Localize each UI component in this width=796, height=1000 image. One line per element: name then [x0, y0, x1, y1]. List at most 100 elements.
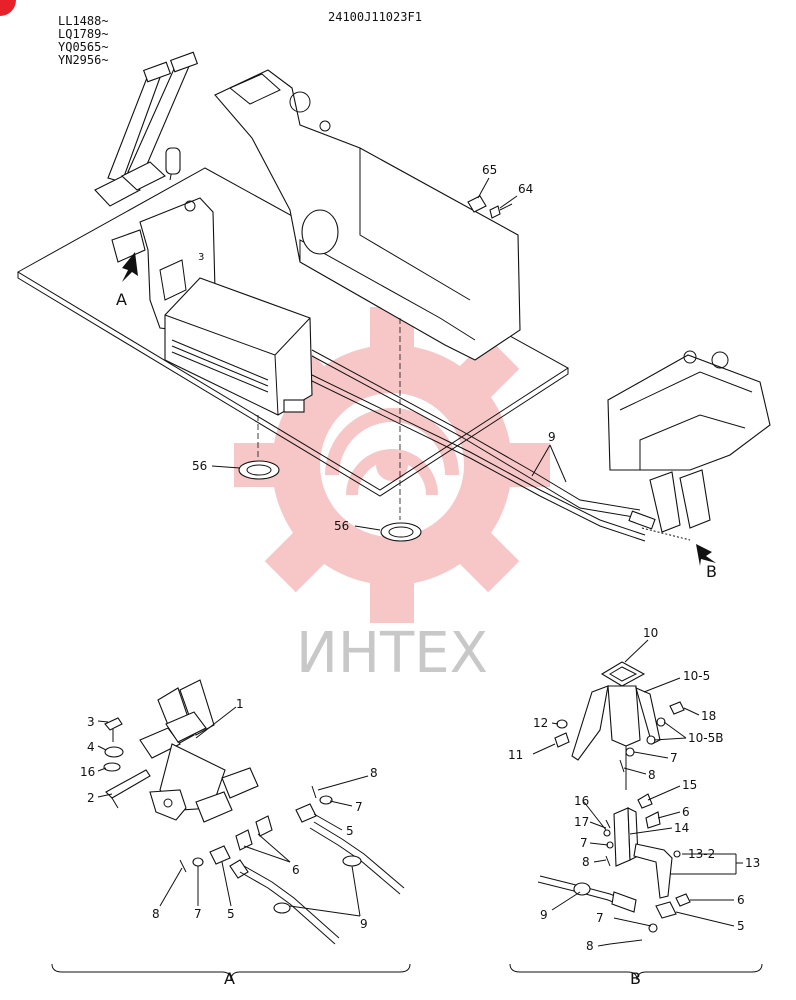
view-a-arrow — [122, 252, 138, 282]
part-label: 18 — [701, 709, 716, 723]
part-label: 16 — [574, 794, 589, 808]
control-valve — [607, 354, 771, 471]
part-label: 9 — [540, 908, 548, 922]
part-label: 3 — [87, 715, 95, 729]
part-label: 6 — [737, 893, 745, 907]
part-label: 8 — [370, 766, 378, 780]
bolt-head — [554, 732, 570, 748]
main-leader-lines — [211, 177, 567, 531]
part-label: 5 — [346, 824, 354, 838]
part-label: 7 — [355, 800, 363, 814]
view-b-label: B — [706, 562, 717, 581]
part-label: 1 — [236, 697, 244, 711]
serial-number: LQ1789~ — [58, 27, 109, 41]
part-label: 9 — [360, 917, 368, 931]
bolt-head — [669, 701, 685, 715]
part-label: 7 — [596, 911, 604, 925]
washer — [103, 762, 121, 772]
control-cable — [311, 349, 641, 511]
bolt-head — [489, 205, 501, 219]
view-a-label: A — [116, 290, 127, 309]
detail-a-caption: A — [224, 969, 235, 988]
control-cable — [311, 374, 646, 536]
part-label: 10-5B — [688, 731, 723, 745]
part-label: 7 — [670, 751, 678, 765]
pin — [675, 893, 691, 907]
part-label: 56 — [192, 459, 207, 473]
pedal-bracket — [149, 789, 187, 821]
pedal-pad — [139, 727, 181, 759]
part-label: 12 — [533, 716, 548, 730]
lever — [613, 807, 631, 867]
part-label: 8 — [152, 907, 160, 921]
part-label: 65 — [482, 163, 497, 177]
clevis — [655, 901, 677, 919]
part-label: 10 — [643, 626, 658, 640]
washer — [646, 735, 656, 745]
washer — [673, 850, 681, 858]
cotter-pin — [311, 785, 317, 799]
pin — [235, 829, 253, 851]
part-label: 5 — [227, 907, 235, 921]
bracket-leg — [571, 685, 609, 761]
pin — [637, 793, 653, 809]
part-label: 13-2 — [688, 847, 715, 861]
serial-number: LL1488~ — [58, 14, 109, 28]
bolt-head — [645, 811, 661, 829]
part-label: 64 — [518, 182, 533, 196]
part-label: 3 — [198, 252, 204, 263]
part-label: 14 — [674, 821, 689, 835]
part-label: 5 — [737, 919, 745, 933]
washer — [104, 746, 124, 758]
part-label: 6 — [682, 805, 690, 819]
washer — [656, 717, 666, 727]
part-label: 8 — [582, 855, 590, 869]
lever-bracket — [679, 469, 711, 529]
pedal-pad — [121, 161, 166, 191]
part-label: 9 — [548, 430, 556, 444]
serial-list: LL1488~ LQ1789~ YQ0565~ YN2956~ — [58, 14, 109, 67]
cotter-pin — [609, 939, 643, 945]
pedal-pad — [195, 791, 233, 823]
cotter-pin — [179, 859, 187, 873]
detail-b: 10 10-5 18 12 10-5B 11 7 8 15 16 6 17 14… — [508, 626, 763, 988]
drawing-code: 24100J11023F1 — [328, 10, 422, 24]
watermark-text: ИНТЕХ — [296, 621, 488, 686]
bolt-head — [104, 717, 123, 731]
clevis — [295, 803, 317, 823]
part-label: 4 — [87, 740, 95, 754]
grommet — [238, 460, 280, 480]
clevis — [209, 845, 231, 865]
washer — [603, 829, 611, 837]
plate — [105, 769, 151, 799]
view-b-arrow — [696, 544, 716, 566]
serial-number: YN2956~ — [58, 53, 109, 67]
nut — [467, 195, 487, 213]
pedal-pad — [165, 711, 207, 743]
part-label: 7 — [194, 907, 202, 921]
part-label: 6 — [292, 863, 300, 877]
washer — [192, 857, 204, 867]
washer — [625, 747, 635, 757]
washer — [556, 719, 568, 729]
console-box — [164, 277, 313, 416]
part-label: 15 — [682, 778, 697, 792]
part-label: 16 — [80, 765, 95, 779]
corner-mark — [0, 0, 16, 16]
control-cable — [239, 871, 336, 945]
grommet — [380, 522, 422, 542]
part-label: 10-5 — [683, 669, 710, 683]
control-cable — [309, 827, 401, 895]
arm — [633, 843, 673, 899]
washer — [319, 795, 333, 805]
part-label: 17 — [574, 815, 589, 829]
part-label: 13 — [745, 856, 760, 870]
lever-bracket — [649, 471, 681, 533]
transmission-housing — [214, 69, 521, 361]
washer — [648, 923, 658, 933]
main-assembly — [17, 51, 771, 542]
pin — [255, 815, 273, 837]
bracket — [607, 685, 641, 747]
detail-a: 1 3 4 16 2 8 7 5 6 8 7 5 9 A — [51, 679, 411, 988]
